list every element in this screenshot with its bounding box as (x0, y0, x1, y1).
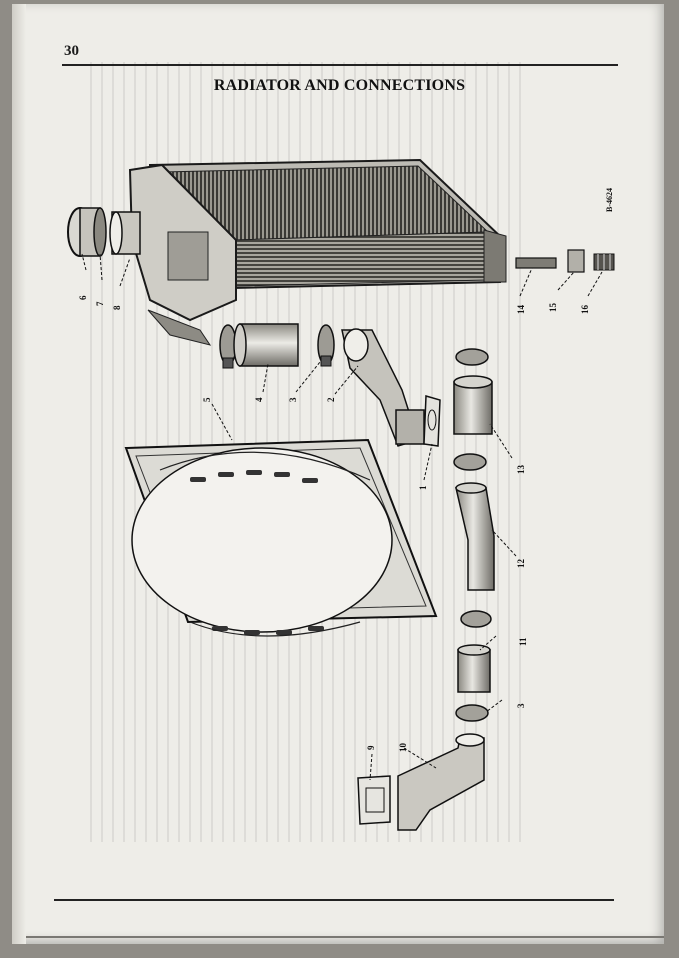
hose-clamp-11 (460, 610, 492, 628)
drain-cock-spring (593, 253, 615, 271)
hose-clamp-13-bottom (453, 453, 487, 471)
water-outlet-elbow (341, 328, 425, 447)
hose-11 (457, 644, 491, 693)
hose-13 (453, 375, 493, 435)
upper-hose-clamp-2 (317, 324, 335, 367)
callout-12: 12 (516, 559, 526, 569)
callout-9: 9 (366, 745, 376, 750)
callout-15: 15 (548, 303, 558, 313)
callout-11: 11 (518, 637, 528, 646)
callout-2: 2 (326, 397, 336, 402)
callout-7: 7 (95, 301, 105, 306)
hose-12 (455, 482, 495, 591)
hose-clamp-3-bottom (455, 704, 489, 722)
callout-14: 14 (516, 305, 526, 315)
callout-labels: 6 7 8 4 3 2 5 1 13 12 11 3 9 10 14 15 16… (78, 188, 614, 752)
top-rule (62, 64, 618, 66)
upper-hose-clamp (219, 324, 237, 369)
callout-5: 5 (202, 397, 212, 402)
bottom-rule (54, 899, 614, 901)
callout-3-lower: 3 (516, 703, 526, 708)
callout-8: 8 (112, 305, 122, 310)
callout-3: 3 (288, 397, 298, 402)
drain-cock-body (567, 249, 585, 273)
radiator-assembly (128, 158, 507, 346)
fan-shroud (124, 438, 438, 637)
drain-cock-stem (515, 257, 557, 269)
radiator-cap (67, 207, 107, 257)
callout-6: 6 (78, 295, 88, 300)
page-edge-rule (26, 936, 664, 938)
page-number: 30 (64, 43, 79, 59)
figure-number: B-4624 (605, 188, 614, 212)
filler-neck (109, 211, 141, 255)
upper-hose (233, 323, 299, 367)
water-inlet-elbow (397, 733, 485, 831)
inlet-gasket (357, 775, 391, 825)
callout-13: 13 (516, 465, 526, 475)
page-spine (12, 4, 26, 944)
callout-10: 10 (398, 743, 408, 753)
page-title: RADIATOR AND CONNECTIONS (213, 77, 466, 94)
hose-clamp-13-top (455, 348, 489, 366)
callout-4: 4 (254, 397, 264, 402)
outlet-gasket (423, 395, 441, 447)
leader-lines (81, 253, 603, 781)
callout-16: 16 (580, 305, 590, 315)
callout-1: 1 (418, 485, 428, 490)
